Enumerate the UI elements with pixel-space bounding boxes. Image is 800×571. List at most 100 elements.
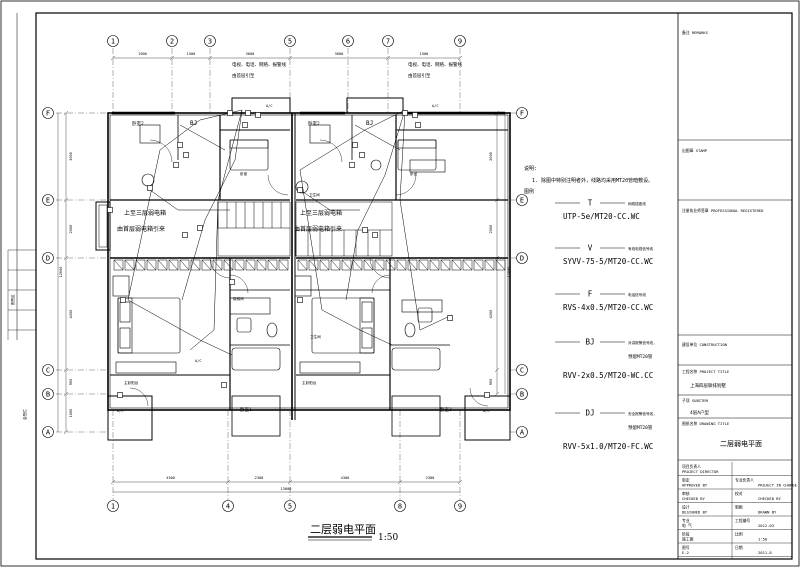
floor-note-left: 上至三层弱电箱: [124, 209, 166, 217]
tb-cell: DRAWN BY: [758, 510, 777, 515]
legend-desc: 安全报警信号线,: [628, 411, 655, 416]
tb-project-name: 上海四层联排别墅: [690, 382, 726, 389]
floor-note-left-2: 由首层弱电箱引来: [117, 225, 165, 233]
legend-desc: 电话信号线: [628, 292, 646, 297]
tb-cell: 审定: [682, 478, 690, 483]
stairs: [217, 201, 393, 257]
outlet-symbol: [349, 162, 355, 168]
room-bath-left: 卫生间: [309, 192, 320, 197]
left-strip-sign-label: 图签区: [10, 294, 15, 305]
room-bath-right: 卫生间: [310, 334, 321, 339]
drawing-title-group: 二层弱电平面 1:50: [308, 523, 398, 543]
outlet-symbol: [297, 187, 303, 193]
outlet-symbol: [447, 315, 453, 321]
floor-note-right: 上至三层弱电箱: [300, 209, 342, 217]
legend-symbol: BJ: [585, 338, 594, 347]
grid-bubble-left-B: B: [42, 388, 54, 400]
svg-text:C: C: [46, 367, 50, 375]
legend-desc: 网络插座线: [628, 201, 646, 206]
left-strip: 图签区 会签栏: [7, 13, 36, 420]
tb-cell: 工程编号: [735, 518, 750, 523]
grid-bubble-top-3: 3: [204, 35, 216, 47]
room-balcony-left: 主卧阳台: [124, 380, 139, 385]
outlet-symbol: [372, 232, 378, 238]
legend-sub: 图例: [524, 188, 534, 195]
svg-text:8: 8: [398, 503, 402, 511]
tb-item-label: 子项 SUBITEM: [682, 398, 709, 403]
legend-desc: 对讲报警信号线,: [628, 340, 655, 345]
tb-reg-seal: 注册执业师签章 PROFESSIONAL REGISTERED: [682, 208, 764, 213]
riser-note-right-2: 由首层引至: [408, 72, 431, 79]
svg-text:E: E: [520, 197, 524, 205]
svg-text:9: 9: [458, 503, 462, 511]
room-stair: 楼梯间: [233, 296, 244, 301]
legend-cable: UTP-5e/MT20-CC.WC: [563, 212, 640, 221]
svg-text:4: 4: [226, 503, 230, 511]
tb-cell: PROJECT IN CHARGE: [758, 483, 798, 488]
legend-symbol: DJ: [585, 409, 594, 418]
riser-note-left-2: 由首层引至: [232, 72, 255, 79]
dim-bottom: 4300: [341, 476, 350, 480]
svg-text:D: D: [46, 255, 50, 263]
grid-bubble-bottom-9: 9: [454, 500, 466, 512]
outlet-symbol: [197, 225, 203, 231]
outlet-symbol: [242, 122, 248, 128]
svg-text:9: 9: [458, 38, 462, 46]
outlet-symbol: [107, 207, 113, 213]
dim-left: 900: [69, 379, 73, 386]
outlet-symbol: [173, 162, 179, 168]
svg-text:B: B: [46, 391, 50, 399]
grid-bubble-bottom-4: 4: [222, 500, 234, 512]
dim-right: 4200: [489, 310, 493, 319]
grid-bubble-left-C: C: [42, 364, 54, 376]
grid-bubble-left-A: A: [42, 426, 54, 438]
legend-note: 1. 除图中特别注明者外，线路均采用MT20管暗敷设。: [532, 177, 653, 184]
furniture: [112, 124, 446, 374]
svg-text:C: C: [520, 367, 524, 375]
grid-bubble-right-F: F: [516, 107, 528, 119]
dim-left: 4200: [69, 310, 73, 319]
tag-bj-left: BJ: [190, 120, 197, 127]
outlet-symbol: [177, 142, 183, 148]
grid-lines: [56, 48, 516, 500]
outlet-symbol: [229, 279, 235, 285]
tb-cell: 电 气: [682, 523, 692, 528]
legend-cable: SYVV-75-5/MT20-CC.WC: [563, 257, 653, 266]
tb-item-name: 4层A户型: [690, 409, 709, 416]
grid-bubble-top-9: 9: [454, 35, 466, 47]
outlet-symbol: [255, 112, 261, 118]
floor-note-right-2: 由首层弱电箱引来: [294, 225, 342, 233]
grid-bubble-left-E: E: [42, 194, 54, 206]
dim-left: 2500: [69, 225, 73, 234]
tb-cell: 比例: [735, 532, 743, 537]
legend-symbol: F: [588, 290, 593, 299]
svg-text:A: A: [46, 429, 51, 437]
outlet-symbol: [362, 227, 368, 233]
tag-ac-br: A/C: [483, 409, 490, 413]
legend-cable: RVS-4x0.5/MT20-CC.WC: [563, 303, 653, 312]
tb-cell: E-2: [682, 550, 689, 555]
legend-cable: RVV-2x0.5/MT20-WC.CC: [563, 371, 653, 380]
legend-desc2: 预留MT20管: [628, 353, 653, 360]
outlet-symbol: [484, 392, 490, 398]
svg-text:5: 5: [288, 38, 292, 46]
drawing-title: 二层弱电平面: [310, 523, 376, 536]
svg-text:B: B: [520, 391, 524, 399]
left-strip-note: 会签栏: [22, 409, 27, 420]
riser-note-right: 电视、电话、网络、报警线: [408, 61, 462, 68]
svg-text:5: 5: [288, 503, 292, 511]
legend-desc2: 预留MT20管: [628, 424, 653, 431]
dim-left-total: 12000: [59, 267, 63, 278]
